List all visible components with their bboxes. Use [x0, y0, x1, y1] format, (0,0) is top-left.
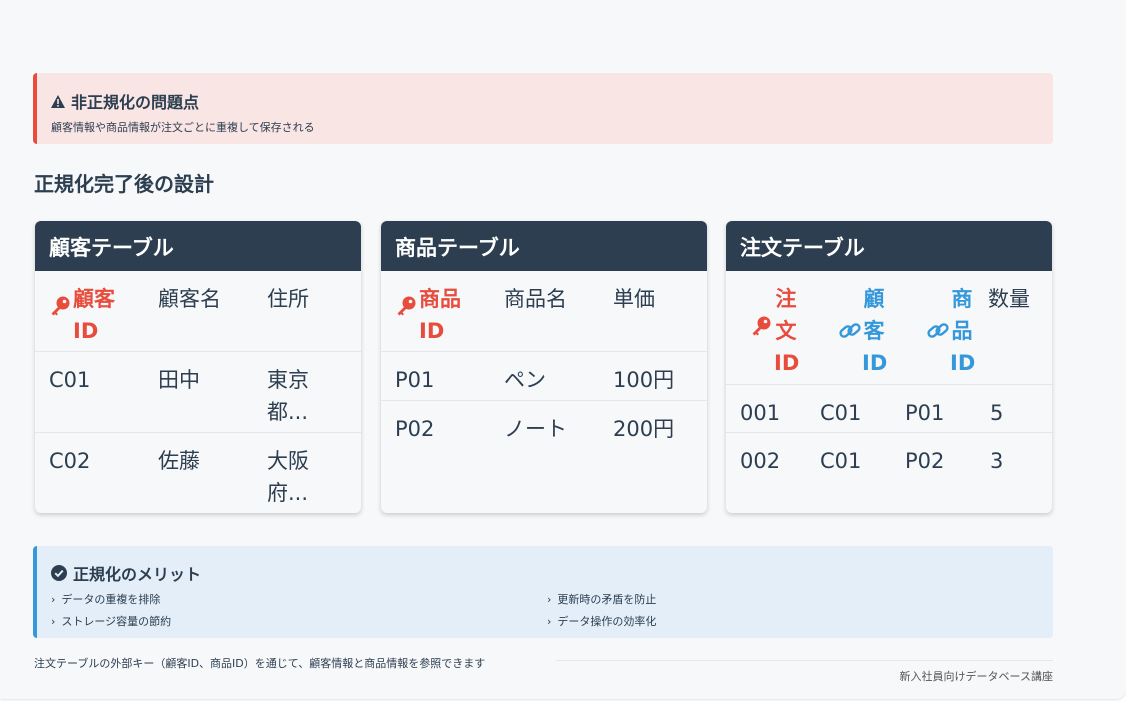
merit-text: ストレージ容量の節約	[61, 615, 172, 628]
product-name-cell: ノート	[504, 417, 567, 441]
credit: 新入社員向けデータベース講座	[899, 670, 1053, 683]
price-header: 単価	[613, 287, 655, 311]
customer-fk-cell: C01	[820, 449, 862, 473]
chevron-right-icon: ›	[51, 614, 56, 628]
price-cell: 200円	[613, 417, 675, 441]
table-header-row: 顧客 ID 顧客名 住所	[35, 271, 361, 352]
product-id-cell: P02	[395, 417, 435, 441]
merit-text: 更新時の矛盾を防止	[557, 593, 657, 606]
primary-key-header: 商品 ID	[395, 283, 504, 351]
order-id-header: 注文 ID	[774, 287, 800, 375]
link-icon	[927, 323, 949, 338]
warning-title-row: 非正規化の問題点	[51, 89, 1053, 113]
table-header-row: 商品 ID 商品名 単価	[381, 271, 707, 352]
divider	[556, 660, 1053, 661]
foreign-key-header: 商品 ID	[903, 283, 988, 384]
merit-text: データ操作の効率化	[557, 615, 657, 628]
address-cell: 東京都...	[267, 368, 309, 424]
foreign-key-header: 顧客 ID	[818, 283, 903, 384]
quantity-cell: 3	[990, 449, 1004, 473]
primary-key-header: 注文 ID	[738, 283, 818, 384]
customer-name-cell: 田中	[158, 368, 200, 392]
product-name-header: 商品名	[504, 287, 567, 311]
order-id-cell: 001	[740, 401, 781, 425]
warning-icon	[51, 94, 65, 108]
table-row: C02 佐藤 大阪府...	[35, 433, 361, 513]
link-icon	[839, 323, 861, 338]
key-icon	[51, 296, 70, 316]
key-icon	[397, 296, 416, 316]
chevron-right-icon: ›	[547, 614, 552, 628]
customer-id-header: 顧客 ID	[73, 287, 115, 343]
customer-table-card: 顧客テーブル 顧客 ID 顧客名 住所 C01 田中 東京都... C02 佐藤…	[35, 221, 361, 513]
merits-title: 正規化のメリット	[73, 565, 202, 584]
merit-item: › ストレージ容量の節約	[51, 613, 547, 629]
quantity-header: 数量	[988, 287, 1030, 311]
order-table-card: 注文テーブル 注文 ID 顧客 ID 商品 ID 数量 001 C01 P01 …	[726, 221, 1052, 513]
product-table-title: 商品テーブル	[381, 221, 707, 271]
warning-title: 非正規化の問題点	[71, 93, 200, 112]
order-table-title: 注文テーブル	[726, 221, 1052, 271]
merit-item: › 更新時の矛盾を防止	[547, 591, 947, 607]
customer-id-cell: C02	[49, 449, 91, 473]
merit-item: › データの重複を排除	[51, 591, 547, 607]
address-cell: 大阪府...	[267, 449, 309, 505]
key-icon	[752, 316, 771, 336]
customer-name-header: 顧客名	[158, 287, 221, 311]
product-fk-header: 商品 ID	[950, 287, 976, 375]
table-row: P02 ノート 200円	[381, 401, 707, 450]
product-table-card: 商品テーブル 商品 ID 商品名 単価 P01 ペン 100円 P02 ノート …	[381, 221, 707, 513]
order-id-cell: 002	[740, 449, 781, 473]
customer-name-cell: 佐藤	[158, 449, 200, 473]
warning-box: 非正規化の問題点 顧客情報や商品情報が注文ごとに重複して保存される	[33, 73, 1053, 144]
customer-fk-cell: C01	[820, 401, 862, 425]
product-name-cell: ペン	[504, 368, 546, 392]
product-fk-cell: P02	[905, 449, 945, 473]
warning-subtitle: 顧客情報や商品情報が注文ごとに重複して保存される	[51, 121, 315, 134]
merits-box: 正規化のメリット › データの重複を排除 › 更新時の矛盾を防止 › ストレージ容量の…	[33, 546, 1053, 638]
customer-table-title: 顧客テーブル	[35, 221, 361, 271]
table-row: 001 C01 P01 5	[726, 385, 1052, 433]
table-row: P01 ペン 100円	[381, 352, 707, 401]
merit-text: データの重複を排除	[61, 593, 161, 606]
product-id-cell: P01	[395, 368, 435, 392]
footnote: 注文テーブルの外部キー（顧客ID、商品ID）を通じて、顧客情報と商品情報を参照で…	[34, 657, 486, 670]
table-row: C01 田中 東京都...	[35, 352, 361, 433]
customer-id-cell: C01	[49, 368, 91, 392]
customer-fk-header: 顧客 ID	[862, 287, 888, 375]
merits-list: › データの重複を排除 › 更新時の矛盾を防止 › ストレージ容量の節約 › データ操作…	[51, 591, 1053, 629]
product-fk-cell: P01	[905, 401, 945, 425]
check-circle-icon	[51, 565, 67, 581]
chevron-right-icon: ›	[51, 592, 56, 606]
merits-title-row: 正規化のメリット	[51, 561, 1053, 585]
table-header-row: 注文 ID 顧客 ID 商品 ID 数量	[726, 271, 1052, 385]
primary-key-header: 顧客 ID	[49, 283, 158, 351]
chevron-right-icon: ›	[547, 592, 552, 606]
address-header: 住所	[267, 287, 309, 311]
price-cell: 100円	[613, 368, 675, 392]
product-id-header: 商品 ID	[419, 287, 461, 343]
section-title: 正規化完了後の設計	[34, 172, 214, 196]
quantity-cell: 5	[990, 401, 1004, 425]
table-row: 002 C01 P02 3	[726, 433, 1052, 481]
merit-item: › データ操作の効率化	[547, 613, 947, 629]
